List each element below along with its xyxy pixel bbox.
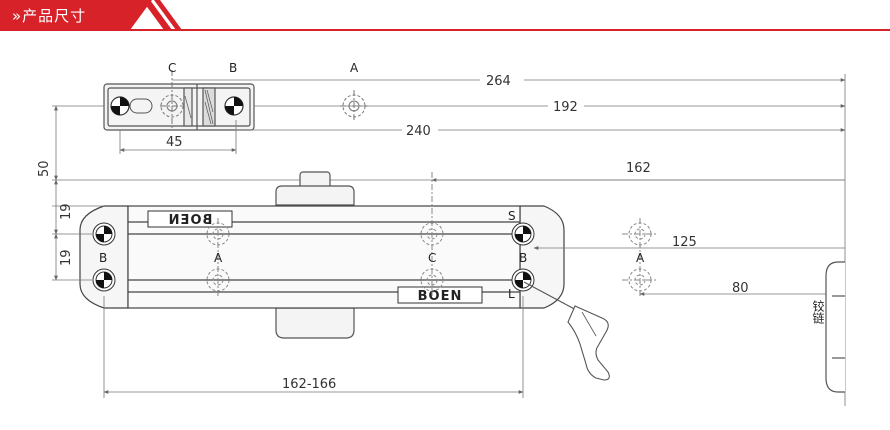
label-side-s: S xyxy=(508,209,516,223)
brand-mirrored: BOEN xyxy=(168,213,213,228)
section-header-tab xyxy=(0,0,152,30)
bracket-hole-left xyxy=(110,96,153,116)
dim-264: 264 xyxy=(486,74,511,89)
body-hole-b-bottom xyxy=(92,268,116,292)
closer-top-cap xyxy=(275,171,355,206)
label-body-b-top: B xyxy=(99,251,107,265)
label-side-l: L xyxy=(508,287,515,301)
dim-162: 162 xyxy=(626,161,651,176)
label-body-b-right: B xyxy=(519,251,527,265)
adjustment-tool-icon xyxy=(523,281,610,381)
hinge-icon xyxy=(825,261,845,393)
dim-162-166: 162-166 xyxy=(282,377,336,392)
label-top-c: C xyxy=(168,61,176,75)
closer-bottom-cap xyxy=(275,307,355,339)
dim-45: 45 xyxy=(166,135,183,150)
dim-80: 80 xyxy=(732,281,749,296)
brand-plate-top: BOEN xyxy=(147,210,233,228)
dim-19-top: 19 xyxy=(59,203,74,220)
dim-125: 125 xyxy=(672,235,697,250)
dimension-lines-body xyxy=(52,178,845,398)
label-body-c: C xyxy=(428,251,436,265)
section-header-rule xyxy=(0,29,890,31)
dim-240: 240 xyxy=(406,124,431,139)
section-header: »产品尺寸 xyxy=(0,0,890,31)
label-top-b: B xyxy=(229,61,237,75)
dim-19-bottom: 19 xyxy=(59,249,74,266)
label-top-a: A xyxy=(350,61,359,75)
banner-stripes xyxy=(142,0,182,30)
body-hole-b-right-top xyxy=(511,222,535,246)
body-hole-b-top xyxy=(92,222,116,246)
label-body-a: A xyxy=(214,251,223,265)
label-right-a: A xyxy=(636,251,645,265)
section-title: »产品尺寸 xyxy=(12,7,87,25)
brand-plate-bottom: BOEN xyxy=(397,286,483,304)
body-hole-b-right-bottom xyxy=(511,268,535,292)
dim-50: 50 xyxy=(37,160,52,177)
arm-bracket xyxy=(103,83,255,131)
bracket-hole-b xyxy=(224,96,244,116)
dashed-holes xyxy=(206,172,658,296)
dim-192: 192 xyxy=(553,100,578,115)
brand-normal: BOEN xyxy=(418,289,463,304)
label-hinge: 铰链 xyxy=(811,299,825,324)
